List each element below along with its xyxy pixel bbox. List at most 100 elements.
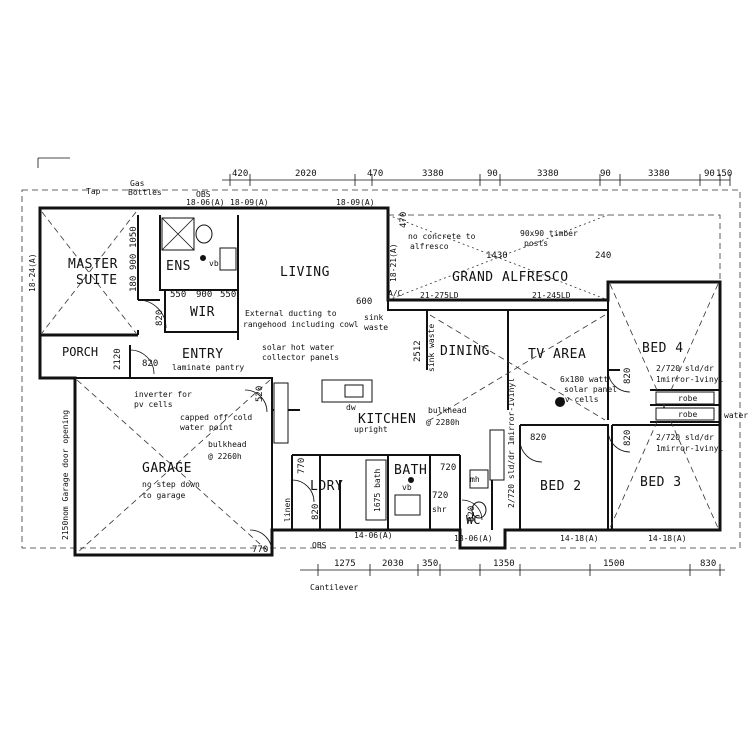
dim-820f: 820 xyxy=(530,433,546,443)
note-inverter-2: pv cells xyxy=(134,400,173,409)
room-labels: MASTER SUITE ENS WIR LIVING GRAND ALFRES… xyxy=(62,257,684,527)
room-bed2: BED 2 xyxy=(540,479,582,494)
room-porch: PORCH xyxy=(62,345,98,359)
dim-2120: 2120 xyxy=(113,348,123,370)
dim-770a: 770 xyxy=(297,458,307,474)
dim-top-5: 90 xyxy=(487,169,498,179)
dim-top-8: 3380 xyxy=(648,169,670,179)
dim-720a: 720 xyxy=(440,463,456,473)
room-grand-alfresco: GRAND ALFRESCO xyxy=(452,270,569,285)
fixtures xyxy=(161,217,715,521)
dim-top-2: 2020 xyxy=(295,169,317,179)
note-laminate: laminate pantry xyxy=(172,363,244,372)
dim-720b: 720 xyxy=(432,491,448,501)
dim-bottom-4: 1350 xyxy=(493,559,515,569)
dim-820c: 820 xyxy=(311,504,321,520)
note-vb2: vb xyxy=(402,483,412,492)
note-sink-waste-1: sink xyxy=(364,313,383,322)
note-ducting-2: rangehood including cowl xyxy=(243,320,359,329)
note-gas-1: Gas xyxy=(130,179,145,188)
window-right: 18-21(A) xyxy=(389,243,398,282)
note-robe-bed3-1: 2/720 sld/dr xyxy=(656,433,714,442)
note-garage-door: 2150nom Garage door opening xyxy=(61,410,70,540)
dim-820d: 820 xyxy=(623,368,633,384)
note-solar-pv-2: solar panel xyxy=(564,385,617,394)
corner-mark xyxy=(37,157,70,168)
dim-top-10: 150 xyxy=(716,169,732,179)
room-entry: ENTRY xyxy=(182,347,224,362)
top-dimension-line: 420 2020 470 3380 90 3380 90 3380 90 150 xyxy=(222,169,732,186)
note-concrete-1: no concrete to xyxy=(408,232,476,241)
note-solar-hw-2: collector panels xyxy=(262,353,339,362)
room-bed4: BED 4 xyxy=(642,341,684,356)
bottom-dimension-line: 1275 2030 350 1350 1500 830 xyxy=(300,559,725,576)
window-top-1: 18-06(A) xyxy=(186,198,225,207)
annotation-notes: Tap Gas Bottles OBS External ducting to … xyxy=(61,179,748,592)
dim-520: 520 xyxy=(255,386,265,402)
room-kitchen: KITCHEN xyxy=(358,412,416,427)
dim-240: 240 xyxy=(595,251,611,261)
note-sink-waste-2: waste xyxy=(364,323,388,332)
dim-900v: 900 xyxy=(129,254,139,270)
note-tap: Tap xyxy=(86,187,101,196)
dim-top-9: 90 xyxy=(704,169,715,179)
note-obs-bottom: OBS xyxy=(312,541,327,550)
room-dining: DINING xyxy=(440,344,490,359)
room-wir: WIR xyxy=(190,305,215,320)
dim-top-4: 3380 xyxy=(422,169,444,179)
dim-bottom-1: 1275 xyxy=(334,559,356,569)
room-master-suite-line2: SUITE xyxy=(76,273,118,288)
note-robe-1: robe xyxy=(678,394,697,403)
dim-820a: 820 xyxy=(155,310,165,326)
window-left: 18-24(A) xyxy=(28,253,37,292)
note-gas-2: Bottles xyxy=(128,188,162,197)
dim-550b: 550 xyxy=(220,290,236,300)
note-bulkhead-2b: @ 2280h xyxy=(426,418,460,427)
site-boundary xyxy=(21,189,741,549)
room-master-suite-line1: MASTER xyxy=(68,257,118,272)
dim-1430: 1430 xyxy=(486,251,508,261)
note-solar-pv-3: pv cells xyxy=(560,395,599,404)
dim-770b: 770 xyxy=(252,545,268,555)
room-tv-area: TV AREA xyxy=(528,347,586,362)
room-diagonals xyxy=(41,211,719,554)
note-linen: linen xyxy=(283,498,292,522)
window-bottom-1: 14-06(A) xyxy=(354,531,393,540)
window-top-2: 18-09(A) xyxy=(230,198,269,207)
dim-2512: 2512 xyxy=(413,340,423,362)
dim-180: 180 xyxy=(129,276,139,292)
window-sd-2: 21-245LD xyxy=(532,291,571,300)
note-inverter-1: inverter for xyxy=(134,390,192,399)
window-codes: 18-06(A) 18-09(A) 18-09(A) 18-24(A) 18-2… xyxy=(28,198,687,543)
window-sd-1: 21-275LD xyxy=(420,291,459,300)
note-concrete-2: alfresco xyxy=(410,242,449,251)
dim-1050: 1050 xyxy=(129,226,139,248)
note-dw: dw xyxy=(346,403,356,412)
note-robe-bed4-2: 1mirror-1vinyl xyxy=(656,375,724,384)
dim-900: 900 xyxy=(196,290,212,300)
dim-top-7: 90 xyxy=(600,169,611,179)
dim-bottom-2: 2030 xyxy=(382,559,404,569)
dim-550a: 550 xyxy=(170,290,186,300)
dim-bottom-3: 350 xyxy=(422,559,438,569)
room-garage: GARAGE xyxy=(142,461,192,476)
dim-820b: 820 xyxy=(142,359,158,369)
note-bulkhead-1b: @ 2260h xyxy=(208,452,242,461)
note-robe-bed3-2: 1mirror-1vinyl xyxy=(656,444,724,453)
note-water: water xyxy=(724,411,748,420)
room-ens: ENS xyxy=(166,259,191,274)
alfresco-boundary xyxy=(388,214,721,282)
note-bulkhead-2a: bulkhead xyxy=(428,406,467,415)
dim-bottom-5: 1500 xyxy=(603,559,625,569)
note-timber-2: posts xyxy=(524,239,548,248)
room-bath: BATH xyxy=(394,463,427,478)
dim-600: 600 xyxy=(356,297,372,307)
note-ac: A/C xyxy=(388,289,403,298)
room-bed3: BED 3 xyxy=(640,475,682,490)
dim-470: 470 xyxy=(399,212,409,228)
window-bottom-2: 18-06(A) xyxy=(454,534,493,543)
window-bottom-4: 14-18(A) xyxy=(648,534,687,543)
door-swings xyxy=(129,299,631,553)
interior-walls xyxy=(39,215,720,555)
room-living: LIVING xyxy=(280,265,330,280)
